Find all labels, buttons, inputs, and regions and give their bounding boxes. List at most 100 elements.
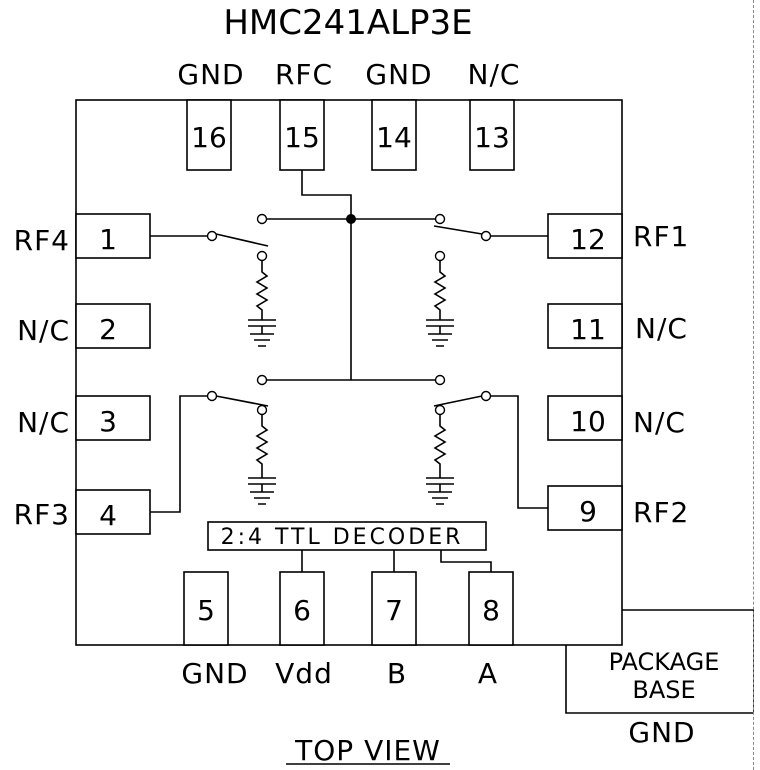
pin-12: 12 RF1 [547,213,689,259]
pin-10-pad [547,395,623,441]
package-body [75,99,623,646]
pin-6: 6 Vdd [275,571,332,690]
pin-10-number: 10 [570,405,606,438]
pin-3: 3 N/C [17,395,151,441]
decoder-a-trace [440,550,492,572]
rf3-pole-node [206,390,218,402]
pin-12-number: 12 [570,223,606,256]
rf1-pole-node [480,230,492,242]
rf1-termination-resistor [433,261,447,320]
package-base: PACKAGE BASE GND [565,609,754,749]
pin-8-number: 8 [482,594,500,627]
rf1-switch-arm [433,225,483,235]
rf4-throw-node [256,213,268,225]
pin-13-label: N/C [468,58,521,91]
rf3-term-node [256,404,268,416]
pin-7: 7 B [371,571,417,690]
rf3-throw-node [256,374,268,386]
rfc-trace [301,170,352,380]
switch-rf2 [426,374,548,509]
rf2-throw-node [434,374,446,386]
rf2-pole-node [480,390,492,402]
pin-13: 13 N/C [468,58,521,171]
rf1-term-node [434,250,446,262]
package-base-outline [565,609,754,714]
pin-12-pad [547,213,623,259]
pin-4-label: RF3 [14,498,70,531]
rf3-trace [150,395,208,513]
pin-8: 8 A [468,571,514,690]
pin-14: 14 GND [365,58,432,171]
pin-15-label: RFC [275,58,333,91]
pin-15-number: 15 [284,121,320,154]
pin-15-pad [279,99,325,171]
pin-5-label: GND [181,657,248,690]
pin-3-pad [75,395,151,441]
page-edge-divider [753,0,760,770]
pin-11-number: 11 [570,313,606,346]
pin-4: 4 RF3 [14,489,151,535]
junction-dot [346,214,356,224]
pin-16: 16 GND [177,58,244,171]
pin-2: 2 N/C [17,303,151,349]
pin-16-number: 16 [191,121,227,154]
switch-rf1 [426,213,548,347]
pin-12-label: RF1 [633,220,689,253]
pin-8-pad [468,571,514,646]
pin-3-label: N/C [17,406,70,439]
pin-1-number: 1 [99,223,117,256]
pin-5-number: 5 [197,594,215,627]
pin-14-number: 14 [376,121,412,154]
rf4-switch-arm [215,233,269,247]
pin-2-number: 2 [99,313,117,346]
pin-1-label: RF4 [14,224,70,257]
rf4-termination-resistor [255,261,269,320]
rf4-term-node [256,250,268,262]
pin-4-number: 4 [99,499,117,532]
pin-15: 15 RFC [275,58,333,171]
pin-8-label: A [478,657,498,690]
pin-2-label: N/C [17,314,70,347]
rf3-ground-icon [248,477,276,505]
pin-7-pad [371,571,417,646]
rf4-pole-node [206,230,218,242]
pin-6-number: 6 [293,594,311,627]
rf3-termination-resistor [255,415,269,478]
pin-11: 11 N/C [547,303,688,349]
decoder-box [207,521,487,551]
pin-5-pad [183,571,229,646]
pin-9-label: RF2 [633,496,689,529]
pin-10-label: N/C [633,406,686,439]
switch-rf4 [150,213,276,347]
pin-5: 5 GND [181,571,248,690]
pin-14-label: GND [365,58,432,91]
pin-13-number: 13 [474,121,510,154]
rf4-ground-icon [248,319,276,347]
rf2-switch-arm [433,395,483,407]
pin-9: 9 RF2 [547,485,689,531]
pin-1-pad [75,213,151,259]
rf2-trace [490,395,548,509]
pin-1: 1 RF4 [14,213,151,259]
part-number-title: HMC241ALP3E [223,3,472,43]
package-base-ground-label: GND [628,716,695,749]
top-view-caption: TOP VIEW [294,734,441,767]
rf2-term-node [434,404,446,416]
package-base-line1: PACKAGE [609,648,720,676]
pin-10: 10 N/C [547,395,686,441]
pin-3-number: 3 [99,405,117,438]
pin-11-label: N/C [635,312,688,345]
pin-11-pad [547,303,623,349]
pin-7-label: B [387,657,407,690]
switch-rf3 [150,374,276,513]
decoder-label: 2:4 TTL DECODER [221,525,464,550]
rf2-ground-icon [426,477,454,505]
pin-16-label: GND [177,58,244,91]
pin-2-pad [75,303,151,349]
pin-9-pad [547,485,623,531]
pin-16-pad [186,99,232,171]
ttl-decoder: 2:4 TTL DECODER [207,521,492,572]
rf2-termination-resistor [433,415,447,478]
package-base-line2: BASE [632,676,695,704]
